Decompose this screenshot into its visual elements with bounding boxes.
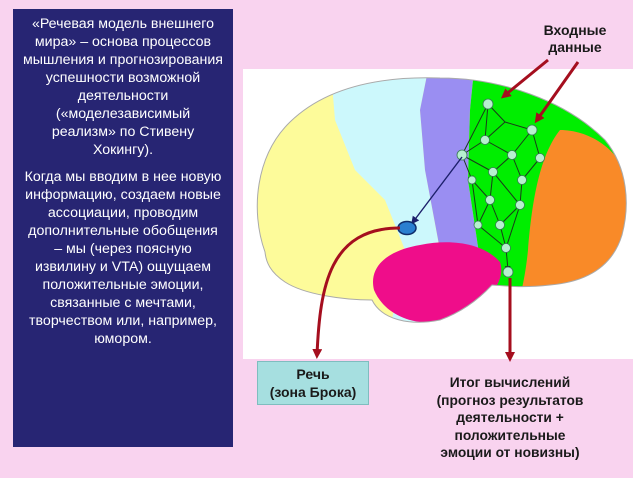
- network-to-speech-arrow: [411, 156, 463, 225]
- network-node: [488, 167, 498, 177]
- network-nodes: [456, 98, 545, 278]
- network-node: [480, 135, 490, 145]
- network-node: [456, 149, 468, 161]
- speech-arrow: [312, 226, 401, 359]
- network-node: [502, 266, 514, 278]
- text-panel: «Речевая модель внешнего мира» – основа …: [13, 9, 233, 447]
- network-node: [515, 200, 525, 210]
- input-data-label: Входные данные: [543, 22, 607, 55]
- network-node: [535, 153, 545, 163]
- speech-label-box: Речь (зона Брока): [257, 361, 369, 405]
- network-node: [485, 195, 495, 205]
- network-node: [467, 175, 477, 185]
- result-label: Итог вычислений (прогноз результатов дея…: [436, 375, 584, 460]
- brain-lobes: [257, 77, 627, 323]
- input-arrow-right: [534, 61, 580, 124]
- panel-paragraph-2: Когда мы вводим в нее новую информацию, …: [24, 169, 222, 347]
- magenta-lobe: [373, 242, 502, 323]
- network-node: [526, 124, 538, 136]
- brain-outline: [256, 77, 627, 323]
- network-node: [482, 98, 494, 110]
- network-node: [507, 150, 517, 160]
- input-arrow-left: [500, 58, 549, 99]
- network-node: [473, 220, 483, 230]
- network-node: [495, 220, 505, 230]
- network-node: [501, 243, 511, 253]
- network-node: [517, 175, 527, 185]
- speech-node: [397, 220, 417, 236]
- panel-paragraph-1: «Речевая модель внешнего мира» – основа …: [23, 16, 223, 158]
